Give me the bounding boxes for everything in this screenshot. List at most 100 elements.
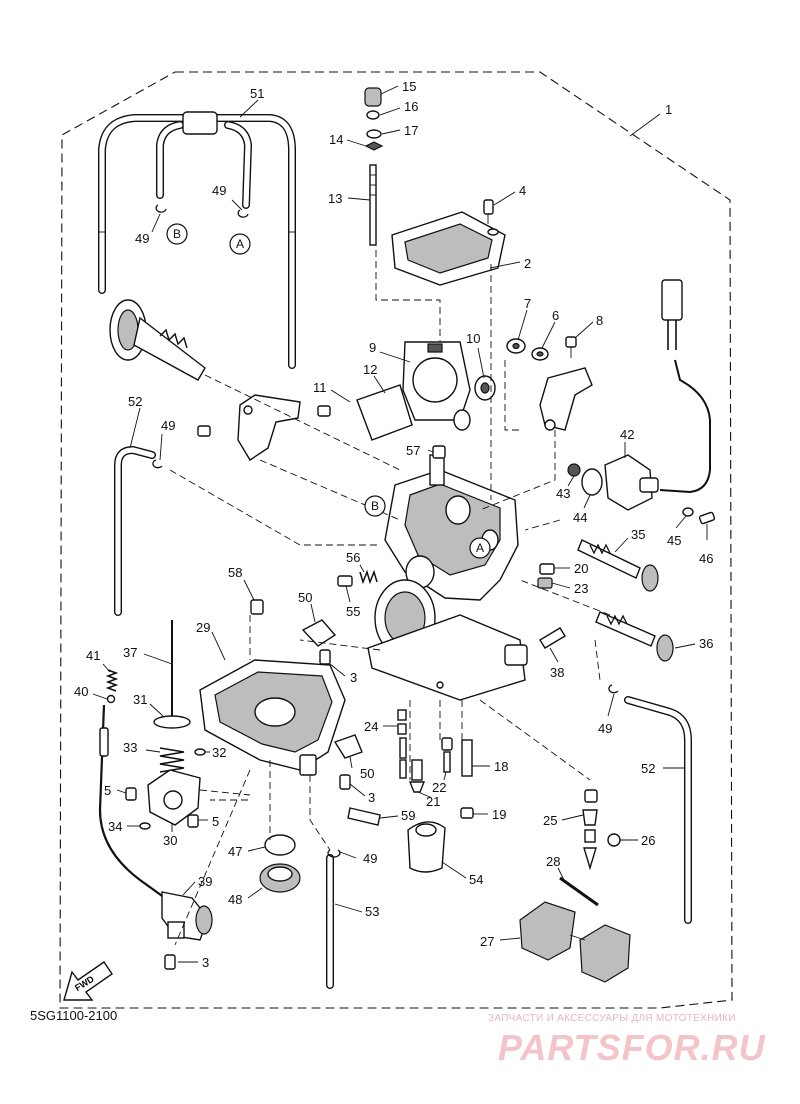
callout-1: 1 [665,102,672,117]
assembly-frame [59,71,733,1009]
top-cover-2 [391,211,506,286]
callout-38: 38 [550,665,564,680]
sensor-42 [604,454,659,511]
lever-bracket [539,367,593,431]
callout-18: 18 [494,759,508,774]
gasket-50-lower [333,734,363,759]
needle-13 [369,164,377,246]
callout-8: 8 [596,313,603,328]
callout-28: 28 [546,854,560,869]
callout-39: 39 [198,874,212,889]
callout-11: 11 [313,380,327,395]
svg-text:B: B [173,227,181,241]
callout-19: 19 [492,807,506,822]
throttle-valve-9 [402,341,471,421]
callout-57: 57 [406,443,420,458]
ref-a-upper: A [229,233,251,255]
spring-56 [359,569,378,585]
o-ring-47 [264,834,296,856]
svg-text:A: A [476,541,484,555]
lever-11 [237,394,301,461]
callout-3b: 3 [368,790,375,805]
callout-49-lower: 49 [363,851,377,866]
watermark-brand: PARTSFOR.RU [498,1027,766,1068]
ref-a-body: A [469,537,491,559]
callout-17: 17 [404,123,418,138]
plate-12 [356,384,413,441]
callout-45: 45 [667,533,681,548]
callout-6: 6 [552,308,559,323]
screw-57 [432,445,446,459]
callout-29: 29 [196,620,210,635]
roller-9b [453,409,471,431]
screw-lever [317,405,331,417]
vent-hose-52-right [624,696,692,924]
screw-55 [337,575,353,587]
callout-31: 31 [133,692,147,707]
callout-30: 30 [163,833,177,848]
svg-text:B: B [371,499,379,513]
callout-22: 22 [432,780,446,795]
fitting-20 [539,563,555,575]
callout-32: 32 [212,745,226,760]
plug-48 [259,863,301,893]
pin-28 [559,876,599,907]
callout-9: 9 [369,340,376,355]
spring-41 [105,669,119,692]
screw-5b [187,814,199,828]
callout-44: 44 [573,510,587,525]
carb-float-base [367,614,528,701]
cap-15 [364,87,382,107]
fitting-23 [537,577,553,589]
ref-b-upper: B [166,223,188,245]
throttle-shaft [109,299,206,381]
callout-51: 51 [250,86,264,101]
ring-17 [366,129,382,139]
callout-42: 42 [620,427,634,442]
callout-49-a: 49 [212,183,226,198]
callout-54: 54 [469,872,483,887]
callout-5b: 5 [212,814,219,829]
fwd-arrow: FWD [63,961,113,1001]
clip-49-lower [327,849,341,858]
callout-23: 23 [574,581,588,596]
carburetor-body [384,454,519,601]
callout-50-upper: 50 [298,590,312,605]
callout-33: 33 [123,740,137,755]
callout-49-right: 49 [598,721,612,736]
callout-20: 20 [574,561,588,576]
clip-49-b [155,204,167,213]
callout-49-b: 49 [135,231,149,246]
svg-text:A: A [236,237,244,251]
o-ring-34 [139,822,151,830]
main-jet-21 [408,759,426,793]
callout-2: 2 [524,256,531,271]
clip-49-right [608,684,619,694]
callout-59: 59 [401,808,415,823]
pilot-screw-35 [577,539,659,592]
callout-27: 27 [480,934,494,949]
gasket-50-upper [301,619,337,647]
baffle-54 [407,821,446,873]
washer-40 [106,694,116,704]
callout-3a: 3 [350,670,357,685]
callout-5a: 5 [104,783,111,798]
clip-49-a [237,209,249,218]
screw-46 [698,511,716,525]
washer-6 [531,347,549,361]
cover-30 [147,769,201,826]
breather-hose-51 [98,111,296,369]
nut-43 [567,463,581,477]
callout-12: 12 [363,362,377,377]
screw-4 [483,199,494,224]
callout-34: 34 [108,819,122,834]
callout-36: 36 [699,636,713,651]
callout-35: 35 [631,527,645,542]
callout-24: 24 [364,719,378,734]
screw-left [197,425,211,437]
callout-48: 48 [228,892,242,907]
roller-10 [474,375,496,401]
callout-25: 25 [543,813,557,828]
jet-19 [460,807,474,819]
callout-56: 56 [346,550,360,565]
